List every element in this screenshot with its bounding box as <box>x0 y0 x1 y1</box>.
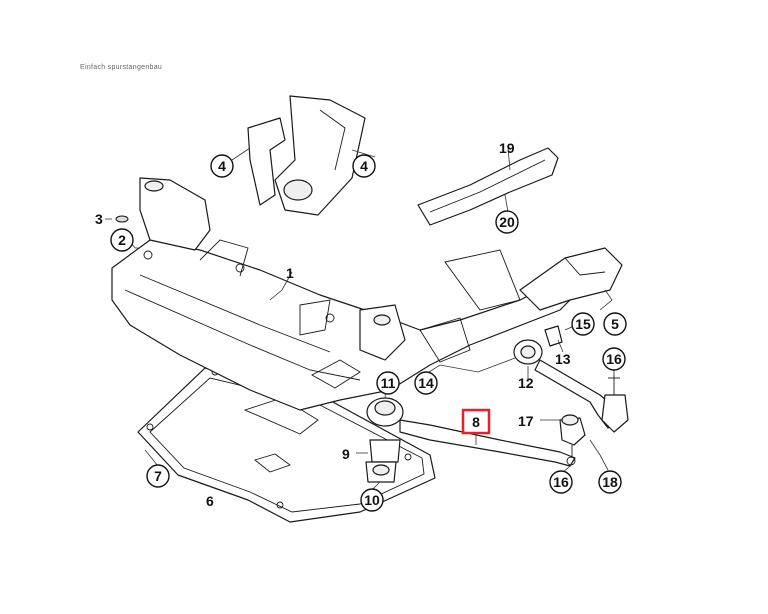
upper-mount-bracket-left[interactable] <box>247 117 286 206</box>
svg-text:4: 4 <box>360 158 368 174</box>
callout-5: 5 <box>603 312 627 336</box>
svg-text:8: 8 <box>472 414 480 430</box>
svg-text:17: 17 <box>518 413 534 429</box>
callout-16-bottom: 16 <box>549 470 573 494</box>
svg-text:6: 6 <box>206 493 214 509</box>
callout-4-right: 4 <box>352 154 376 178</box>
callout-15: 15 <box>571 312 595 336</box>
callout-8: 8 <box>461 408 491 435</box>
callout-14: 14 <box>414 371 438 395</box>
tension-strut[interactable] <box>513 339 619 429</box>
svg-text:20: 20 <box>499 214 515 230</box>
callout-9: 9 <box>342 446 350 462</box>
svg-text:18: 18 <box>602 474 618 490</box>
callout-10: 10 <box>360 488 384 512</box>
diagram-caption: Einfach spurstangenbau <box>80 64 163 71</box>
callout-12: 12 <box>518 375 534 391</box>
callout-7: 7 <box>146 464 170 488</box>
svg-text:12: 12 <box>518 375 534 391</box>
underbody-guard-plate[interactable] <box>137 367 436 523</box>
svg-text:15: 15 <box>575 316 591 332</box>
svg-text:7: 7 <box>154 468 162 484</box>
svg-text:19: 19 <box>499 140 515 156</box>
ball-joint[interactable] <box>559 375 629 458</box>
heat-shield[interactable] <box>417 147 559 226</box>
callout-6: 6 <box>206 493 214 509</box>
svg-text:16: 16 <box>606 351 622 367</box>
svg-text:9: 9 <box>342 446 350 462</box>
rubber-mount[interactable] <box>365 397 404 483</box>
svg-text:1: 1 <box>286 265 294 281</box>
svg-text:5: 5 <box>611 316 619 332</box>
svg-text:13: 13 <box>555 351 571 367</box>
upper-mount-bracket-right[interactable] <box>274 95 366 216</box>
right-arm-bracket[interactable] <box>519 247 623 311</box>
callout-11: 11 <box>376 371 400 395</box>
svg-text:10: 10 <box>364 492 380 508</box>
callout-16-top: 16 <box>602 347 626 371</box>
svg-text:16: 16 <box>553 474 569 490</box>
callout-4-left: 4 <box>210 154 234 178</box>
svg-text:4: 4 <box>218 158 226 174</box>
callout-2: 2 <box>110 228 134 252</box>
svg-text:14: 14 <box>418 375 434 391</box>
svg-text:3: 3 <box>95 211 103 227</box>
callout-17: 17 <box>518 413 534 429</box>
callout-3: 3 <box>95 211 129 227</box>
svg-text:11: 11 <box>381 375 396 391</box>
bushing[interactable] <box>544 325 563 347</box>
callout-1: 1 <box>286 265 294 281</box>
callout-8-highlight <box>461 408 491 435</box>
callout-20: 20 <box>495 210 519 234</box>
callout-19: 19 <box>499 140 515 156</box>
callout-18: 18 <box>598 470 622 494</box>
callout-13: 13 <box>555 351 571 367</box>
svg-text:2: 2 <box>118 232 126 248</box>
